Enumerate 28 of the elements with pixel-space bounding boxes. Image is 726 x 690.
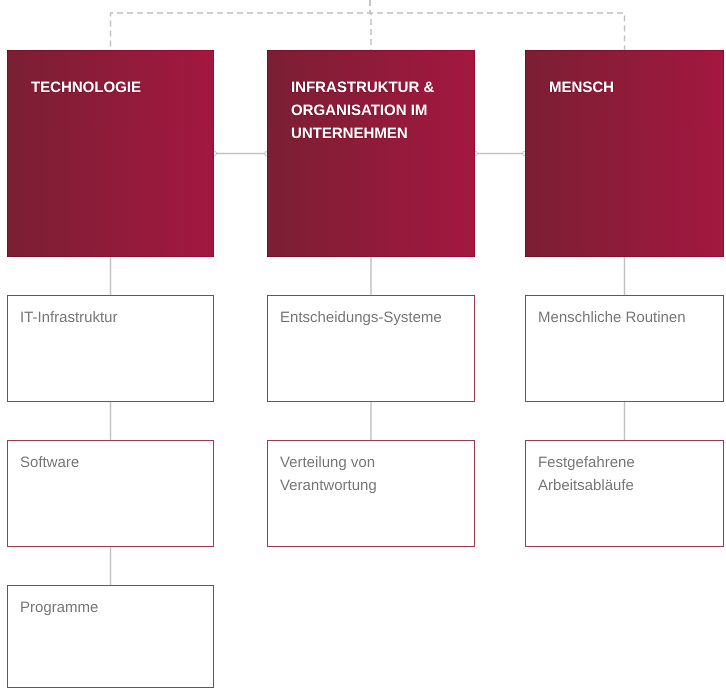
topic-label: Software xyxy=(20,453,80,473)
topic-box xyxy=(7,295,214,402)
connector-line xyxy=(110,402,112,440)
connector-line xyxy=(624,402,626,440)
topic-box xyxy=(267,440,475,547)
topic-label: Festgefahrene Arbeitsabläufe xyxy=(538,453,636,496)
topic-box xyxy=(267,295,475,402)
topic-box xyxy=(7,585,214,688)
dashed-connector xyxy=(369,0,626,50)
topic-label: Entscheidungs-Systeme xyxy=(280,308,443,328)
connector-line xyxy=(110,547,112,585)
topic-box xyxy=(525,440,724,547)
topic-label: IT-Infrastruktur xyxy=(20,308,119,328)
topic-box xyxy=(525,295,724,402)
topic-box xyxy=(7,440,214,547)
category-title: MENSCH xyxy=(549,78,616,98)
connector-line xyxy=(370,257,372,295)
topic-label: Verteilung von Verantwortung xyxy=(280,453,378,496)
category-title: INFRASTRUKTUR & ORGANISATION IM UNTERNEHMEN xyxy=(291,78,436,144)
category-box xyxy=(7,50,214,257)
category-box xyxy=(267,50,475,257)
topic-label: Menschliche Routinen xyxy=(538,308,687,328)
topic-label: Programme xyxy=(20,598,100,618)
connector-line xyxy=(110,257,112,295)
connector-line xyxy=(624,257,626,295)
category-box xyxy=(525,50,724,257)
connector-line xyxy=(370,402,372,440)
category-title: TECHNOLOGIE xyxy=(31,78,142,98)
